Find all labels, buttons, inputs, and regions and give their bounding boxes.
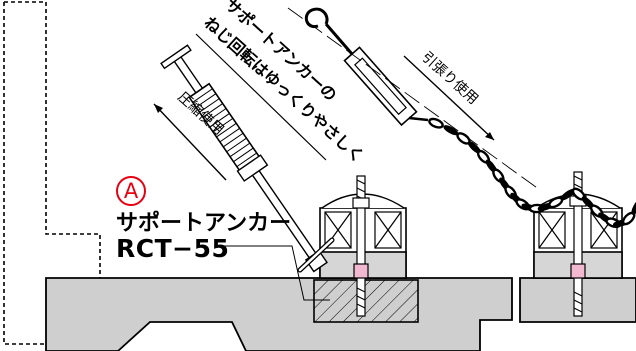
chain-link — [428, 117, 444, 129]
callout-leader — [222, 245, 330, 301]
instruction-guide-line — [195, 33, 327, 161]
chain — [428, 117, 636, 229]
tension-arrow — [403, 55, 495, 141]
support-anchor-compression — [160, 44, 335, 273]
support-anchor-tension — [304, 7, 429, 127]
wall-outline-dashed — [3, 1, 101, 345]
anchor-hole-hatch — [313, 279, 419, 323]
concrete-slab-left — [45, 277, 513, 351]
compression-arrow — [153, 103, 227, 181]
product-model: RCT−55 — [116, 234, 230, 263]
callout-mark-a: A — [116, 176, 146, 206]
chain-link — [443, 125, 459, 136]
tension-guide-line — [287, 7, 541, 191]
anchor-bolt-left — [352, 175, 370, 317]
product-name: サポートアンカー — [116, 211, 292, 236]
chain-link — [631, 199, 636, 215]
anchor-bolt-right — [569, 171, 587, 317]
